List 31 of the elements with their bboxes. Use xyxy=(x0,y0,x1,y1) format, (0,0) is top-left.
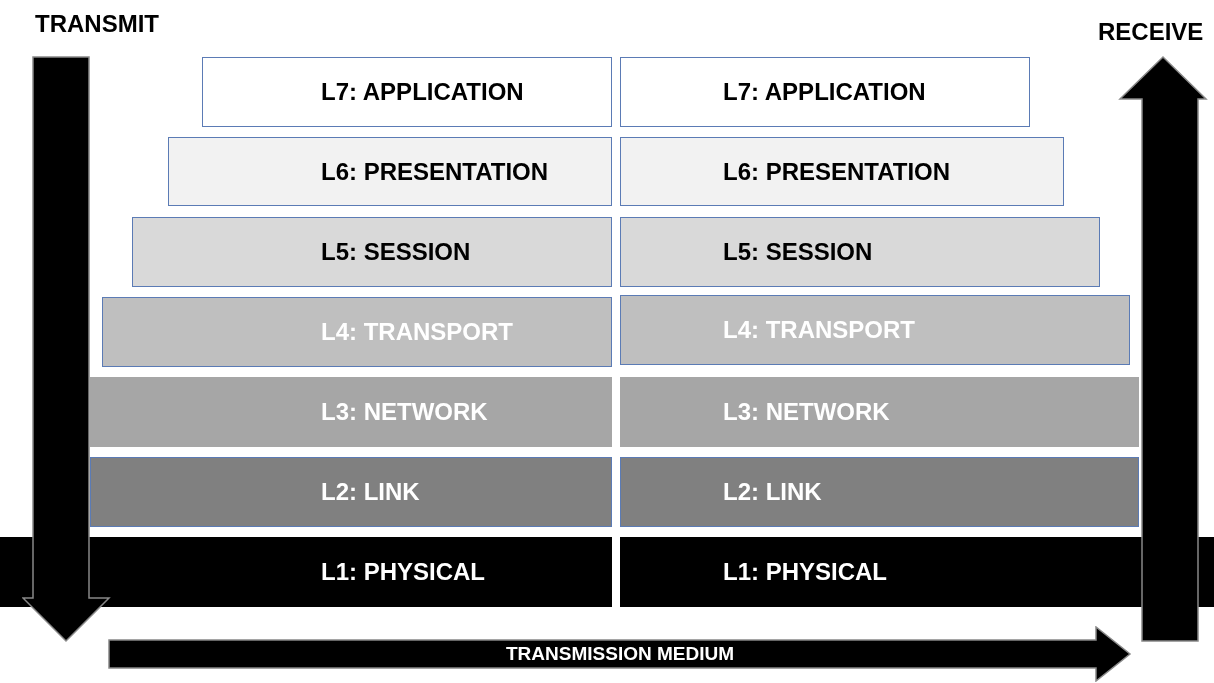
layer-box xyxy=(0,537,612,607)
layer-label: L7: APPLICATION xyxy=(723,78,926,106)
layer-label: L5: SESSION xyxy=(723,238,873,266)
layer-box xyxy=(620,457,1139,527)
layer-label: L3: NETWORK xyxy=(321,398,488,426)
layer-label: L5: SESSION xyxy=(321,238,471,266)
layer-label: L6: PRESENTATION xyxy=(723,157,951,186)
layer-box xyxy=(620,57,1030,127)
layer-box xyxy=(90,457,612,527)
layer-box xyxy=(90,377,612,447)
direction-label: TRANSMIT xyxy=(35,10,159,38)
layer-box xyxy=(620,295,1130,365)
layer-box xyxy=(168,137,612,206)
layer-label: L6: PRESENTATION xyxy=(321,157,549,186)
layer-label: L2: LINK xyxy=(321,478,420,506)
layer-box xyxy=(202,57,612,127)
layer-label: L1: PHYSICAL xyxy=(321,558,485,586)
layer-box xyxy=(620,217,1100,287)
layer-box xyxy=(620,537,1214,607)
layer-box xyxy=(132,217,612,287)
layer-label: L7: APPLICATION xyxy=(321,78,524,106)
layer-label: L3: NETWORK xyxy=(723,398,890,426)
layer-label: L2: LINK xyxy=(723,478,822,506)
arrow-label: TRANSMISSION MEDIUM xyxy=(506,643,734,665)
layer-label: L4: TRANSPORT xyxy=(723,316,915,344)
layer-box xyxy=(102,297,612,367)
layer-label: L4: TRANSPORT xyxy=(321,318,513,346)
direction-label: RECEIVE xyxy=(1098,18,1204,46)
layer-box xyxy=(620,137,1064,206)
layer-box xyxy=(620,377,1139,447)
layer-label: L1: PHYSICAL xyxy=(723,558,887,586)
